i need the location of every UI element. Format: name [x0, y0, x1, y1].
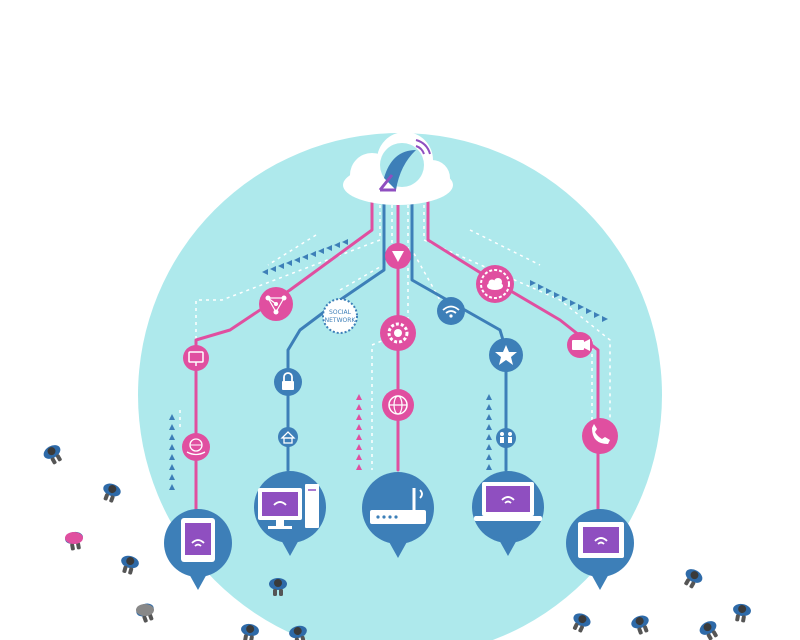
- social-badge-line2: NETWORK: [325, 317, 357, 324]
- globe-icon: [382, 389, 414, 421]
- wifi-router-device: [362, 472, 434, 558]
- gear-icon: [380, 315, 416, 351]
- funnel-icon: [385, 243, 411, 269]
- people-icon: [496, 428, 516, 448]
- lock-icon: [274, 368, 302, 396]
- arrow-chevrons: [169, 239, 608, 490]
- laptop-device: [472, 471, 544, 556]
- home-icon: [278, 427, 298, 447]
- video-icon: [567, 332, 593, 358]
- monitor-wifi-icon: [183, 345, 209, 371]
- pink-arrow-chevrons: [356, 394, 362, 470]
- monitor-device: [566, 509, 634, 590]
- satellite-dish-icon: [378, 139, 431, 192]
- tablet-device: [164, 509, 232, 590]
- wifi-icon: [437, 297, 465, 325]
- cloud-sync-icon: [476, 265, 514, 303]
- globe-hand-icon: [182, 433, 210, 461]
- star-icon: [489, 338, 523, 372]
- desktop-computer-device: [254, 471, 326, 556]
- people-crowd: [41, 442, 752, 640]
- network-nodes-icon: [259, 287, 293, 321]
- phone-icon: [582, 418, 618, 454]
- social-badge-line1: SOCIAL: [329, 309, 352, 316]
- social-network-badge: SOCIAL NETWORK: [322, 298, 358, 334]
